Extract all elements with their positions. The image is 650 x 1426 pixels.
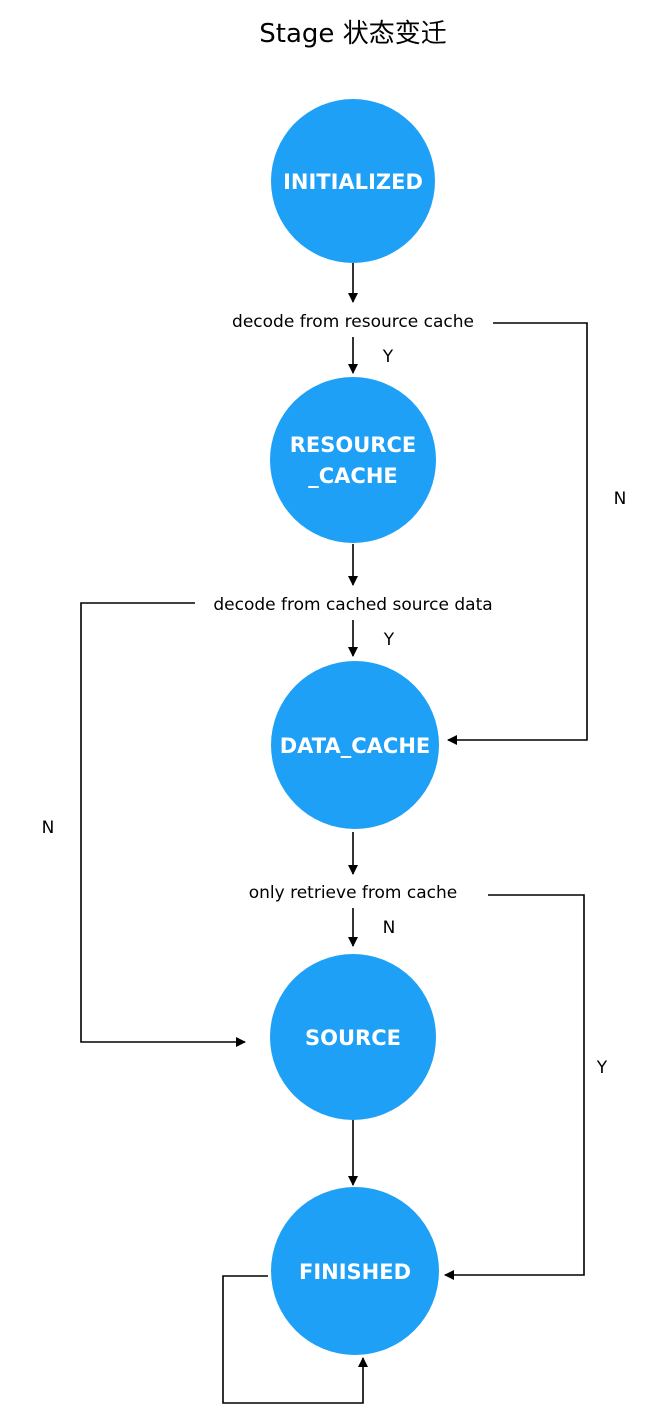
node-finished-label: FINISHED xyxy=(299,1260,411,1284)
node-data-cache-circle xyxy=(271,661,439,829)
diagram-title: Stage 状态变迁 xyxy=(259,19,446,49)
node-resource-cache-circle xyxy=(270,377,436,543)
arrow-finished-self-loop xyxy=(222,1275,368,1404)
branch-label-source-data-yes: Y xyxy=(383,630,395,650)
arrow-resource-no-to-data-cache xyxy=(447,322,588,745)
branch-label-resource-no: N xyxy=(614,489,627,509)
node-resource-cache-label-line2: _CACHE xyxy=(308,464,398,488)
node-finished: FINISHED xyxy=(271,1187,439,1355)
branch-label-source-data-no: N xyxy=(42,818,55,838)
node-finished-circle xyxy=(271,1187,439,1355)
node-source-circle xyxy=(270,954,436,1120)
node-source-label: SOURCE xyxy=(305,1026,401,1050)
node-data-cache: DATA_CACHE xyxy=(271,661,439,829)
condition-decode-resource-cache: decode from resource cache xyxy=(232,312,474,332)
branch-label-resource-yes: Y xyxy=(382,347,394,367)
condition-decode-cached-source: decode from cached source data xyxy=(213,595,492,615)
node-resource-cache: RESOURCE _CACHE xyxy=(270,377,436,543)
branch-label-retrieve-no: N xyxy=(383,918,396,938)
node-source: SOURCE xyxy=(270,954,436,1120)
node-initialized-label: INITIALIZED xyxy=(283,170,423,194)
node-initialized-circle xyxy=(271,99,435,263)
node-data-cache-label: DATA_CACHE xyxy=(280,734,431,758)
node-resource-cache-label-line1: RESOURCE xyxy=(290,433,416,457)
node-initialized: INITIALIZED xyxy=(271,99,435,263)
arrow-retrieve-yes-to-finished xyxy=(444,894,585,1280)
branch-label-retrieve-yes: Y xyxy=(596,1058,608,1078)
condition-only-retrieve-cache: only retrieve from cache xyxy=(249,883,458,903)
arrow-source-data-no-to-source xyxy=(80,602,246,1047)
